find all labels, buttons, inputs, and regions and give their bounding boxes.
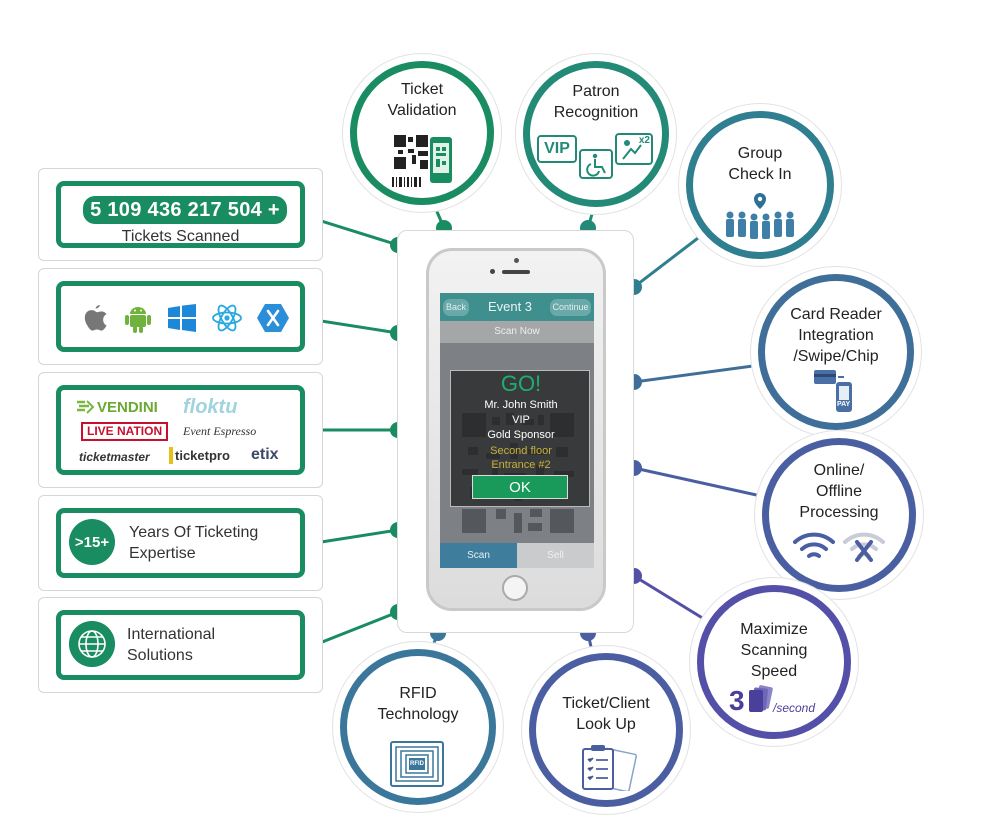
rfid-chip-label: RFID xyxy=(410,761,424,767)
years-panel: >15+ Years Of Ticketing Expertise xyxy=(38,495,323,591)
speed-line-3: Speed xyxy=(750,663,798,680)
speaker-grille xyxy=(502,270,530,274)
patron-name: Mr. John Smith xyxy=(484,399,558,411)
patron-sponsor: Gold Sponsor xyxy=(487,429,555,441)
group-pass-icon: x2 xyxy=(615,133,653,165)
scan-now-bar[interactable]: Scan Now xyxy=(440,321,594,343)
phone-screen: Back Event 3 Continue Scan Now GO! Mr. J… xyxy=(440,293,594,568)
group-checkin-line-2: Check In xyxy=(728,166,792,183)
tab-scan[interactable]: Scan xyxy=(440,543,517,568)
wifi-offline-icon xyxy=(843,532,885,562)
feature-patron-recognition: Patron Recognition VIP x2 xyxy=(515,53,677,215)
years-line-1: Years Of Ticketing xyxy=(129,524,259,541)
group-multiplier: x2 xyxy=(638,135,650,146)
pay-label: PAY xyxy=(837,401,851,408)
feature-scanning-speed: Maximize Scanning Speed 3 /second xyxy=(689,577,859,747)
partner-live-nation: LIVE NATION xyxy=(81,422,169,441)
patron-tier: VIP xyxy=(512,414,530,426)
international-panel: International Solutions xyxy=(38,597,323,693)
speed-value: 3 xyxy=(729,685,745,716)
online-offline-line-3: Processing xyxy=(799,504,879,521)
feature-lookup: Ticket/Client Look Up xyxy=(521,645,691,815)
home-button[interactable] xyxy=(502,575,528,601)
camera-icon xyxy=(490,269,495,274)
location-line-1: Second floor xyxy=(490,445,552,457)
continue-button[interactable]: Continue xyxy=(550,299,591,316)
card-swipe-icon xyxy=(814,370,852,412)
feature-online-offline: Online/ Offline Processing xyxy=(754,430,924,600)
vendini-logo-icon xyxy=(77,400,95,414)
xamarin-icon xyxy=(257,304,289,332)
partner-floktu: floktu xyxy=(183,396,238,418)
location-line-2: Entrance #2 xyxy=(491,459,551,471)
group-checkin-line-1: Group xyxy=(737,145,783,162)
globe-icon xyxy=(69,621,115,667)
tickets-label: Tickets Scanned xyxy=(121,228,240,245)
rfid-line-1: RFID xyxy=(399,685,437,702)
platforms-panel xyxy=(38,268,323,365)
feature-group-checkin: Group Check In xyxy=(678,103,842,267)
tickets-scanned-panel: 5 109 436 217 504 + Tickets Scanned xyxy=(38,168,323,261)
tab-sell[interactable]: Sell xyxy=(517,543,594,568)
lookup-line-2: Look Up xyxy=(576,716,636,733)
years-line-2: Expertise xyxy=(129,545,196,562)
scan-result-status: GO! xyxy=(500,371,542,396)
speed-line-2: Scanning xyxy=(740,642,808,659)
windows-icon xyxy=(168,304,196,332)
partner-ticketmaster: ticketmaster xyxy=(79,450,150,464)
apple-icon xyxy=(84,305,107,331)
speed-unit: /second xyxy=(773,701,816,715)
ok-button[interactable]: OK xyxy=(472,475,568,499)
card-reader-line-3: /Swipe/Chip xyxy=(793,348,879,365)
android-icon xyxy=(125,307,151,333)
feature-ticket-validation: Ticket Validation xyxy=(342,53,502,213)
scan-result-dialog: GO! Mr. John Smith VIP Gold Sponsor Seco… xyxy=(450,370,590,507)
vip-badge-icon: VIP xyxy=(537,135,577,163)
years-badge: >15+ xyxy=(69,519,115,565)
partner-vendini: VENDINI xyxy=(97,399,158,416)
patron-recognition-line-1: Patron xyxy=(572,83,620,100)
partner-ticketpro: ticketpro xyxy=(175,448,230,463)
group-people-icon xyxy=(726,193,794,239)
partner-event-espresso: Event Espresso xyxy=(183,424,257,438)
online-offline-line-2: Offline xyxy=(816,483,862,500)
event-title: Event 3 xyxy=(487,299,533,314)
lookup-line-1: Ticket/Client xyxy=(562,695,650,712)
ticket-validation-line-1: Ticket xyxy=(400,81,444,98)
partner-etix: etix xyxy=(251,446,279,463)
wifi-online-icon xyxy=(793,532,835,558)
intl-line-2: Solutions xyxy=(127,647,193,664)
phone-mockup: Back Event 3 Continue Scan Now GO! Mr. J… xyxy=(426,248,606,611)
card-reader-line-2: Integration xyxy=(798,327,874,344)
partners-panel: VENDINI floktu LIVE NATION Event Espress… xyxy=(38,372,323,488)
intl-line-1: International xyxy=(127,626,216,643)
feature-card-reader: Card Reader Integration /Swipe/Chip PAY xyxy=(750,266,922,438)
speed-line-1: Maximize xyxy=(740,621,808,638)
ticket-validation-line-2: Validation xyxy=(387,102,457,119)
feature-rfid: RFID Technology RFID xyxy=(332,641,504,813)
rfid-line-2: Technology xyxy=(377,706,459,723)
ticketpro-bar-icon xyxy=(169,447,173,464)
card-reader-line-1: Card Reader xyxy=(790,306,882,323)
ticket-stack-icon xyxy=(749,685,773,712)
online-offline-line-1: Online/ xyxy=(813,462,865,479)
rfid-chip-icon xyxy=(390,741,444,787)
react-icon xyxy=(212,304,242,332)
patron-recognition-line-2: Recognition xyxy=(553,104,639,121)
tickets-count: 5 109 436 217 504 + xyxy=(83,196,287,224)
accessibility-icon xyxy=(579,149,613,179)
qr-ticket-icon xyxy=(392,135,452,187)
back-button[interactable]: Back xyxy=(443,299,469,316)
clipboard-icon xyxy=(582,745,637,791)
